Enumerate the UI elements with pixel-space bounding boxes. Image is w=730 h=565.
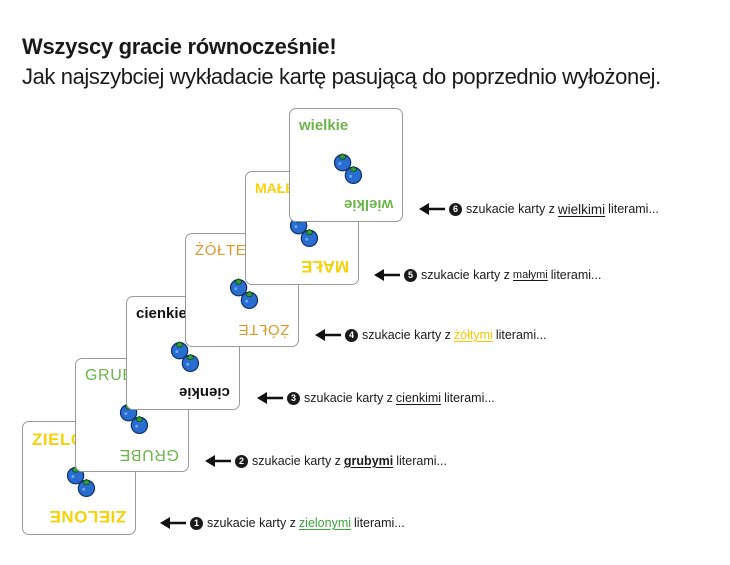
- blueberry-icon: [330, 151, 366, 187]
- step-number: 4: [345, 328, 358, 342]
- page-title: Wszyscy gracie równocześnie!: [22, 34, 337, 59]
- step-keyword: wielkimi: [557, 201, 606, 217]
- step-text-before: szukacie karty z: [362, 328, 451, 342]
- step-text-before: szukacie karty z: [466, 202, 555, 216]
- step-keyword: małymi: [512, 269, 548, 281]
- card-word-top: cienkie: [136, 305, 187, 322]
- step-text-after: literami...: [608, 202, 659, 216]
- card-word-bottom: ZIELONE: [48, 507, 126, 526]
- arrow-left-icon: [160, 517, 186, 529]
- step-1: 1 szukacie karty z zielonymi literami...: [160, 513, 405, 533]
- step-5: 5 szukacie karty z małymi literami...: [374, 265, 601, 285]
- card-word-bottom: wielkie: [343, 196, 393, 213]
- step-number: 5: [404, 268, 417, 282]
- step-text-after: literami...: [444, 391, 495, 405]
- card-wielkie: wielkie wielkie: [289, 108, 403, 222]
- step-3: 3 szukacie karty z cienkimi literami...: [257, 388, 495, 408]
- step-number: 6: [449, 202, 462, 216]
- page-subtitle: Jak najszybciej wykładacie kartę pasując…: [22, 64, 661, 89]
- step-2: 2 szukacie karty z grubymi literami...: [205, 451, 447, 471]
- card-cienkie: cienkie cienkie: [126, 296, 240, 410]
- step-text-before: szukacie karty z: [252, 454, 341, 468]
- arrow-left-icon: [419, 203, 445, 215]
- step-text-after: literami...: [354, 516, 405, 530]
- step-text-after: literami...: [550, 268, 602, 282]
- step-keyword: zielonymi: [298, 516, 352, 530]
- step-number: 1: [190, 516, 203, 530]
- card-word-bottom: cienkie: [179, 384, 230, 401]
- step-text-before: szukacie karty z: [304, 391, 393, 405]
- arrow-left-icon: [374, 269, 400, 281]
- arrow-left-icon: [315, 329, 341, 341]
- card-word-bottom: ŻÓŁTE: [237, 321, 289, 338]
- step-keyword: cienkimi: [395, 391, 442, 405]
- card-word-bottom: MAŁE: [300, 257, 349, 276]
- card-word-top: ŻÓŁTE: [195, 242, 247, 259]
- step-6: 6 szukacie karty z wielkimi literami...: [419, 199, 659, 219]
- step-text-before: szukacie karty z: [421, 268, 510, 282]
- step-number: 3: [287, 391, 300, 405]
- card-word-bottom: GRUBE: [119, 446, 179, 463]
- card-word-top: wielkie: [299, 117, 349, 134]
- arrow-left-icon: [257, 392, 283, 404]
- step-text-before: szukacie karty z: [207, 516, 296, 530]
- card-word-top: MAŁE: [255, 180, 295, 196]
- step-keyword: grubymi: [343, 454, 394, 468]
- step-number: 2: [235, 454, 248, 468]
- step-text-after: literami...: [495, 328, 547, 342]
- step-text-after: literami...: [396, 454, 447, 468]
- arrow-left-icon: [205, 455, 231, 467]
- step-keyword: żółtymi: [453, 328, 493, 342]
- step-4: 4 szukacie karty z żółtymi literami...: [315, 325, 547, 345]
